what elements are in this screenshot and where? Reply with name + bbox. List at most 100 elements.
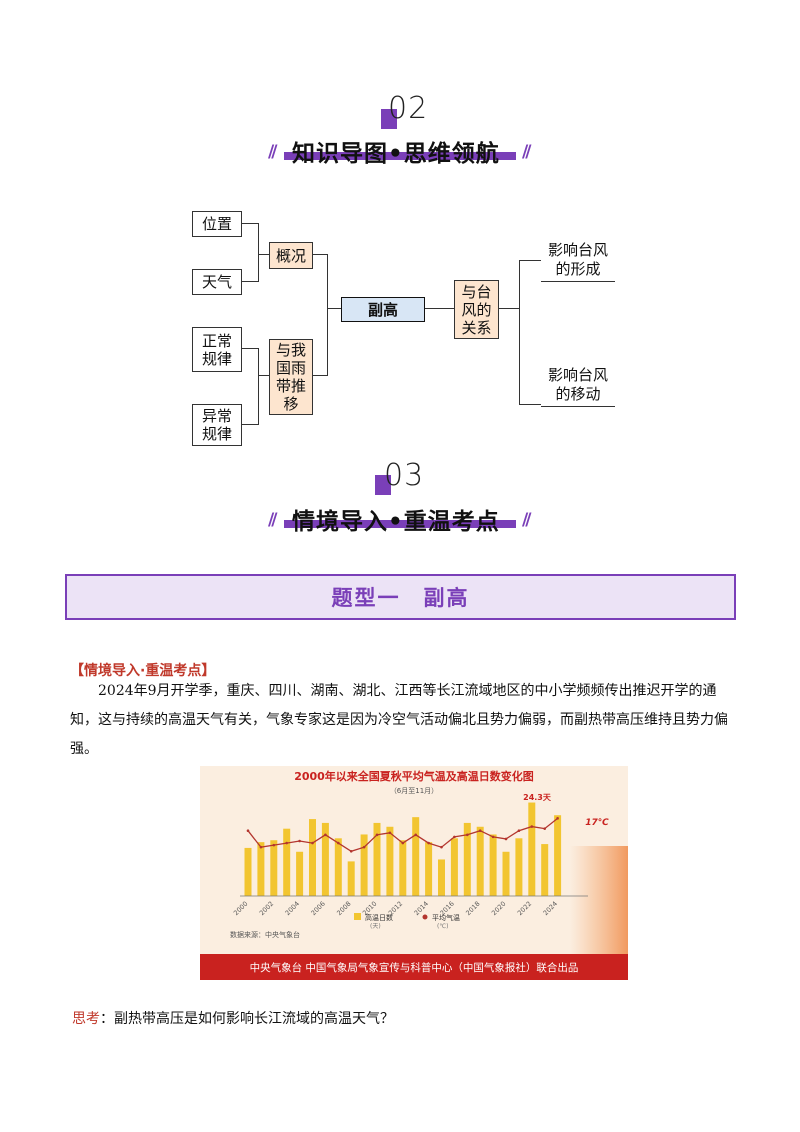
section-title: 情境导入•重温考点 <box>292 509 500 535</box>
bar-2022 <box>528 802 536 896</box>
bar-2008 <box>347 861 355 896</box>
bar-2005 <box>309 819 316 896</box>
section-number: 03 <box>384 458 425 493</box>
node-weather: 天气 <box>192 269 242 295</box>
temp-point-2002 <box>272 843 276 847</box>
temp-point-2001 <box>259 845 263 849</box>
topic-banner-title: 题型一 副高 <box>331 586 470 610</box>
bar-2023 <box>541 844 549 896</box>
bar-2007 <box>334 838 342 896</box>
temp-point-2016 <box>453 835 456 839</box>
x-tick-label: 2022 <box>516 900 533 917</box>
left-slash-decor: // <box>268 510 278 530</box>
node-center-subtropical-high: 副高 <box>341 297 425 322</box>
temp-point-2004 <box>298 839 301 843</box>
x-tick-label: 2024 <box>542 900 559 917</box>
temp-point-2005 <box>311 841 314 845</box>
temp-point-2006 <box>324 833 327 837</box>
temp-point-2019 <box>491 835 495 839</box>
topic-banner: 题型一 副高 <box>65 574 736 620</box>
bar-2015 <box>438 859 445 896</box>
section-title-underline <box>284 152 516 160</box>
context-paragraph: 2024年9月开学季，重庆、四川、湖南、湖北、江西等长江流域地区的中小学频频传出… <box>70 683 728 757</box>
bar-2017 <box>463 822 471 896</box>
bar-2001 <box>257 842 265 896</box>
temp-point-2000 <box>246 829 250 833</box>
annotation-temperature: 17℃ <box>585 818 610 828</box>
section-number: 02 <box>388 91 429 126</box>
bar-2000 <box>244 847 252 896</box>
bar-2020 <box>502 851 510 896</box>
x-tick-label: 2018 <box>464 900 481 917</box>
chart-subtitle: （6月至11月） <box>390 787 438 795</box>
temp-point-2020 <box>504 837 508 841</box>
legend-temp: 平均气温 <box>432 913 460 922</box>
temp-point-2008 <box>349 849 353 853</box>
temp-point-2012 <box>401 841 405 845</box>
bar-2021 <box>515 838 523 896</box>
temp-point-2023 <box>543 827 546 830</box>
section-title: 知识导图•思维领航 <box>292 141 500 167</box>
legend-days-unit: (天) <box>370 923 381 930</box>
x-tick-label: 2020 <box>490 900 507 917</box>
legend-days: 高温日数 <box>365 913 393 922</box>
temp-point-2013 <box>414 833 417 837</box>
bar-2003 <box>283 828 291 896</box>
temp-point-2003 <box>285 841 288 845</box>
legend-bar-swatch <box>354 913 361 920</box>
node-typhoon-movement: 影响台风的移动 <box>541 366 615 407</box>
bar-2006 <box>321 822 329 896</box>
node-rainbelt: 与我国雨带推移 <box>269 339 313 415</box>
bar-2011 <box>386 826 394 896</box>
x-tick-label: 2004 <box>284 900 301 917</box>
bar-2014 <box>425 842 433 896</box>
x-tick-label: 2014 <box>413 900 430 917</box>
temp-point-2014 <box>427 841 430 845</box>
think-label: 思考 <box>72 1011 100 1027</box>
legend-line-swatch <box>422 914 428 920</box>
right-slash-decor: // <box>522 142 532 162</box>
bar-2004 <box>296 851 304 896</box>
x-tick-label: 2008 <box>335 900 352 917</box>
temp-point-2010 <box>375 833 379 837</box>
node-typhoon-formation: 影响台风的形成 <box>541 241 615 282</box>
x-tick-label: 2002 <box>258 900 275 917</box>
bar-2016 <box>450 838 458 896</box>
legend-temp-unit: (℃) <box>437 923 448 930</box>
bar-2002 <box>270 840 278 896</box>
bar-2009 <box>360 834 368 896</box>
bar-2018 <box>476 826 484 896</box>
bar-2024 <box>554 815 562 896</box>
temp-point-2022 <box>530 825 534 828</box>
temperature-chart: 2000年以来全国夏秋平均气温及高温日数变化图 （6月至11月） 2000 200… <box>200 766 628 980</box>
node-position: 位置 <box>192 211 242 237</box>
section-number-accent <box>375 475 391 495</box>
node-normal-pattern: 正常规律 <box>192 327 242 372</box>
right-slash-decor: // <box>522 510 532 530</box>
temp-point-2009 <box>362 845 366 849</box>
chart-title: 2000年以来全国夏秋平均气温及高温日数变化图 <box>294 769 534 783</box>
bar-2019 <box>489 834 497 896</box>
chart-svg: 2000年以来全国夏秋平均气温及高温日数变化图 （6月至11月） 2000 200… <box>230 769 628 956</box>
temp-point-2015 <box>440 845 443 849</box>
temp-point-2007 <box>337 841 340 845</box>
bar-2012 <box>399 840 407 896</box>
temp-point-2017 <box>466 833 469 837</box>
chart-source: 数据来源：中央气象台 <box>230 930 300 939</box>
bar-2013 <box>412 817 420 896</box>
x-tick-label: 2006 <box>309 900 326 917</box>
think-question: 副热带高压是如何影响长江流域的高温天气？ <box>114 1011 394 1027</box>
section-number-accent <box>381 109 397 129</box>
node-typhoon-relation: 与台风的关系 <box>454 280 499 339</box>
temp-point-2021 <box>517 829 521 833</box>
think-line: 思考：副热带高压是如何影响长江流域的高温天气？ <box>72 1011 394 1027</box>
left-slash-decor: // <box>268 142 278 162</box>
x-tick-label: 2000 <box>232 900 249 917</box>
temp-point-2024 <box>556 817 559 820</box>
bar-2010 <box>373 822 381 896</box>
temp-point-2018 <box>478 829 482 833</box>
annotation-max-days: 24.3天 <box>523 793 552 802</box>
context-heading: 【情境导入·重温考点】 <box>70 663 216 679</box>
chart-footer: 中央气象台 中国气象局气象宣传与科普中心（中国气象报社）联合出品 <box>200 954 628 980</box>
node-abnormal-pattern: 异常规律 <box>192 404 242 446</box>
